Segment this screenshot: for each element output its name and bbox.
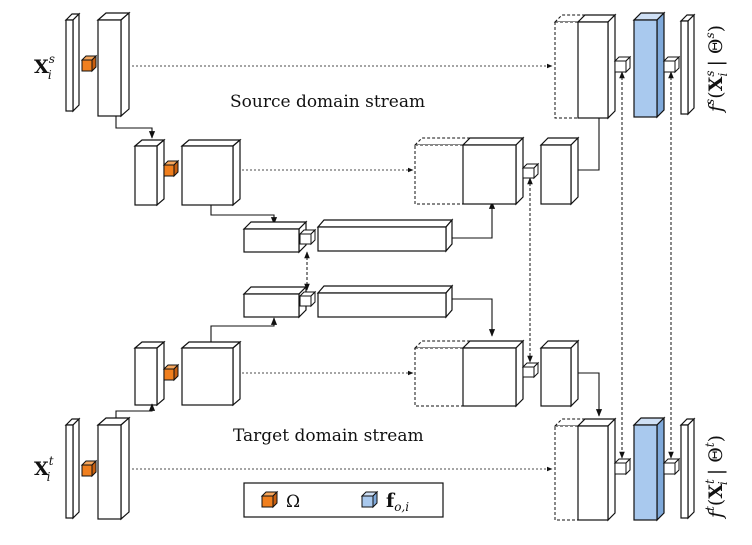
target-bottleneck-a	[242, 285, 308, 319]
legend-omega-cube	[260, 490, 279, 509]
target-down-from-bottleneck	[452, 298, 496, 337]
source-dec2-block	[461, 136, 525, 206]
source-dec2-cube	[521, 162, 540, 180]
source-dec2-slab	[539, 136, 580, 206]
source-out-cube	[662, 55, 681, 74]
source-input-slab	[64, 12, 81, 113]
source-omega-cube	[80, 54, 98, 73]
target-down-dec2	[578, 372, 603, 417]
target-omega-cube	[80, 459, 98, 478]
source-dec2-dashed	[413, 137, 472, 205]
source-dec1-block	[576, 13, 617, 120]
source-up-from-bottleneck	[452, 201, 496, 239]
target-bottleneck-b	[316, 284, 454, 319]
source-stream-label: Source domain stream	[230, 92, 425, 112]
source-dec1-dashed	[553, 14, 587, 119]
source-feature-block	[632, 11, 666, 119]
target-up2	[210, 317, 278, 342]
source-enc1-block	[96, 11, 131, 118]
target-dec2-cube	[521, 361, 540, 379]
target-dec2-block	[461, 339, 525, 408]
target-dec1-block	[576, 417, 617, 522]
source-output-slab	[679, 13, 696, 116]
target-enc2-block	[180, 340, 242, 407]
source-down1	[115, 116, 156, 139]
target-output-label: ft(Xti | Θt)	[703, 435, 730, 520]
source-dec1-cube	[613, 55, 632, 74]
source-bottleneck-a	[242, 220, 308, 254]
source-bottleneck-b	[316, 218, 454, 253]
source-enc2-block	[180, 138, 242, 207]
source-output-label: fs(Xsi | Θs)	[703, 25, 730, 114]
legend-omega-label: Ω	[286, 492, 300, 512]
target-dec1-cube	[613, 457, 632, 476]
target-bottleneck-cube	[298, 290, 317, 308]
legend-feature-cube	[360, 490, 379, 509]
target-feature-block	[632, 416, 666, 522]
target-enc1-block	[96, 416, 131, 521]
source-down2	[210, 205, 278, 225]
target-up1	[115, 403, 156, 418]
target-dec2-dashed	[413, 340, 472, 407]
target-out-cube	[662, 457, 681, 476]
target-dec1-dashed	[553, 418, 587, 521]
source-bottleneck-cube	[298, 228, 317, 246]
target-input-slab	[64, 417, 81, 520]
target-stream-label: Target domain stream	[233, 426, 424, 446]
target-output-slab	[679, 417, 696, 520]
legend-feature-label: fo,i	[386, 490, 409, 514]
target-dec2-slab	[539, 339, 580, 408]
target-enc2-slab	[133, 340, 166, 407]
source-omega-cube-2	[162, 159, 180, 178]
source-enc2-slab	[133, 138, 166, 207]
target-omega-cube-2	[162, 363, 180, 382]
